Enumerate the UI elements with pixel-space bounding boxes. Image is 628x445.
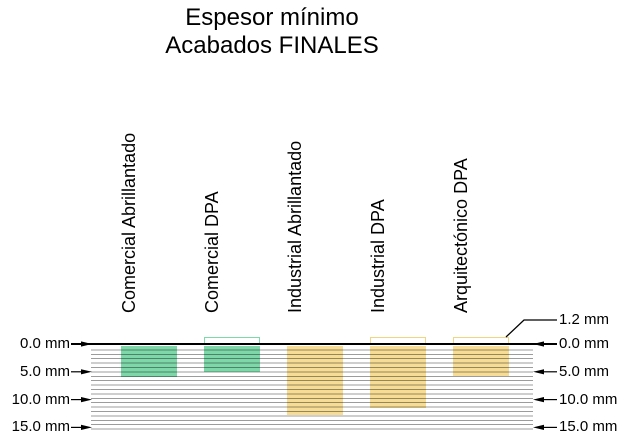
right-tick-label-0.0mm: 0.0 mm — [559, 335, 610, 352]
annotation-label: 1.2 mm — [559, 311, 610, 328]
category-label-3: Industrial Abrillantado — [285, 140, 305, 313]
left-tick-label-15.0mm: 15.0 mm — [11, 418, 70, 436]
right-tick-label-5.0mm: 5.0 mm — [559, 362, 610, 380]
right-tick-label-15.0mm: 15.0 mm — [559, 418, 618, 436]
category-label-2: Comercial DPA — [202, 191, 222, 313]
category-label-5: Arquitectónico DPA — [451, 158, 471, 313]
right-tick-label-10.0mm: 10.0 mm — [559, 390, 618, 408]
chart-title-line2: Acabados FINALES — [165, 32, 379, 59]
depth-bar-5 — [453, 345, 509, 377]
left-tick-label-0.0mm: 0.0 mm — [19, 335, 70, 352]
left-tick-label-5.0mm: 5.0 mm — [19, 362, 70, 380]
category-label-4: Industrial DPA — [368, 199, 388, 313]
left-tick-label-10.0mm: 10.0 mm — [11, 390, 70, 408]
chart-title: Espesor mínimo Acabados FINALES — [72, 4, 472, 60]
category-label-1: Comercial Abrillantado — [119, 132, 139, 313]
depth-bar-1 — [121, 345, 177, 378]
depth-bar-3 — [287, 345, 343, 415]
depth-bar-4 — [370, 345, 426, 408]
depth-bar-2 — [204, 345, 260, 372]
surface-zero-line — [71, 342, 557, 346]
chart-title-line1: Espesor mínimo — [185, 4, 359, 31]
